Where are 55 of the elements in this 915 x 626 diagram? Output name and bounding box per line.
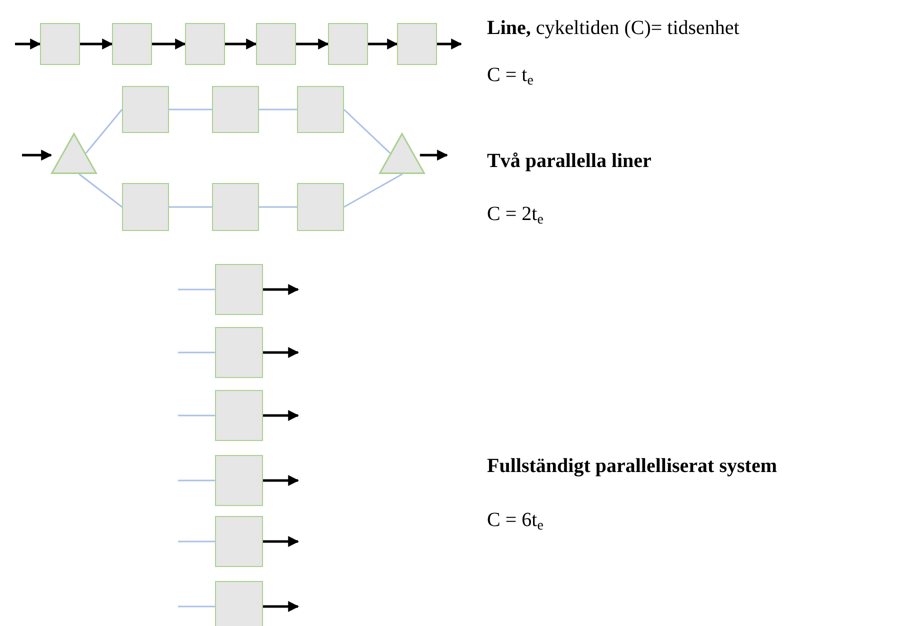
connector-line — [178, 540, 215, 542]
connector-line — [259, 108, 297, 110]
arrow — [263, 347, 300, 358]
process-box — [297, 183, 344, 231]
arrow — [263, 284, 300, 295]
arrow — [296, 38, 330, 50]
arrow — [22, 150, 52, 161]
arrow — [225, 38, 258, 50]
process-box — [112, 23, 152, 65]
arrow — [15, 38, 42, 50]
connector-line — [178, 414, 215, 416]
heading-text: Två parallella liner — [487, 150, 652, 172]
connector-line — [178, 480, 215, 482]
heading-text: Line, cykeltiden (C)= tidsenhet — [487, 17, 740, 39]
triangle-shape — [51, 133, 97, 174]
triangle-shape — [379, 133, 425, 174]
arrow — [263, 601, 300, 612]
process-box — [40, 23, 80, 65]
process-box — [297, 86, 344, 133]
connector-line — [169, 206, 212, 208]
arrow — [152, 38, 186, 50]
connector-line — [169, 108, 212, 110]
heading-text: Fullständigt parallelliserat system — [487, 455, 777, 477]
formula-text: C = 2t$_{e}$ — [487, 203, 544, 228]
process-box — [215, 264, 263, 315]
arrow — [420, 150, 448, 161]
connector-line — [85, 109, 123, 154]
process-box — [397, 23, 437, 65]
connector-line — [344, 173, 403, 208]
process-box — [122, 86, 169, 133]
arrow — [263, 410, 300, 421]
arrow — [368, 38, 398, 50]
process-box — [328, 23, 368, 65]
process-box — [215, 390, 263, 441]
process-box — [212, 183, 259, 231]
process-box — [256, 23, 296, 65]
process-box — [215, 581, 263, 626]
connector-line — [343, 108, 391, 154]
process-box — [122, 183, 169, 231]
process-box — [215, 455, 263, 506]
process-box — [185, 23, 225, 65]
formula-text: C = 6t$_{e}$ — [487, 509, 544, 534]
process-box — [212, 86, 259, 133]
arrow — [437, 38, 462, 50]
process-box — [215, 327, 263, 378]
arrow — [263, 536, 300, 547]
formula-text: C = t$_{e}$ — [487, 64, 534, 89]
arrow — [80, 38, 114, 50]
connector-line — [178, 606, 215, 608]
connector-line — [178, 288, 215, 290]
connector-line — [178, 352, 215, 354]
process-box — [215, 516, 263, 567]
connector-line — [78, 173, 122, 208]
arrow — [263, 475, 300, 486]
connector-line — [259, 206, 297, 208]
